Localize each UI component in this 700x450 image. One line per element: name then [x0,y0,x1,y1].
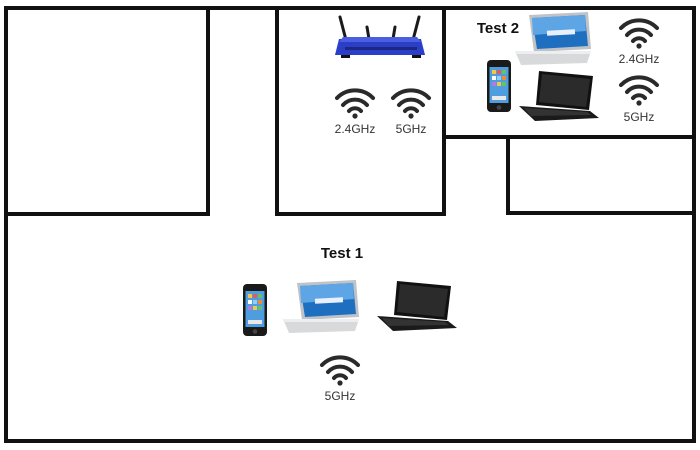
outer-wall [4,6,696,443]
router-band-24ghz-label: 2.4GHz [334,122,376,136]
silver-laptop-icon [283,280,359,333]
wifi-icon [320,355,360,388]
test-2-label: Test 2 [476,20,520,37]
room-top-left [4,6,210,216]
router-icon [335,15,425,58]
wifi-icon [391,88,431,121]
test2-band-24ghz-label: 2.4GHz [618,52,660,66]
wifi-icon [619,75,659,108]
black-laptop-icon [519,71,599,121]
smartphone-icon [487,60,511,112]
test2-band-5ghz-label: 5GHz [623,110,655,124]
smartphone-icon [243,284,267,336]
wifi-icon [335,88,375,121]
test-1-label: Test 1 [320,245,364,262]
wifi-icon [619,18,659,51]
test1-band-5ghz-label: 5GHz [324,389,356,403]
router-band-5ghz-label: 5GHz [395,122,427,136]
black-laptop-icon [377,281,457,331]
room-closet [506,135,696,215]
silver-laptop-icon [515,12,591,65]
room-router [275,6,446,216]
